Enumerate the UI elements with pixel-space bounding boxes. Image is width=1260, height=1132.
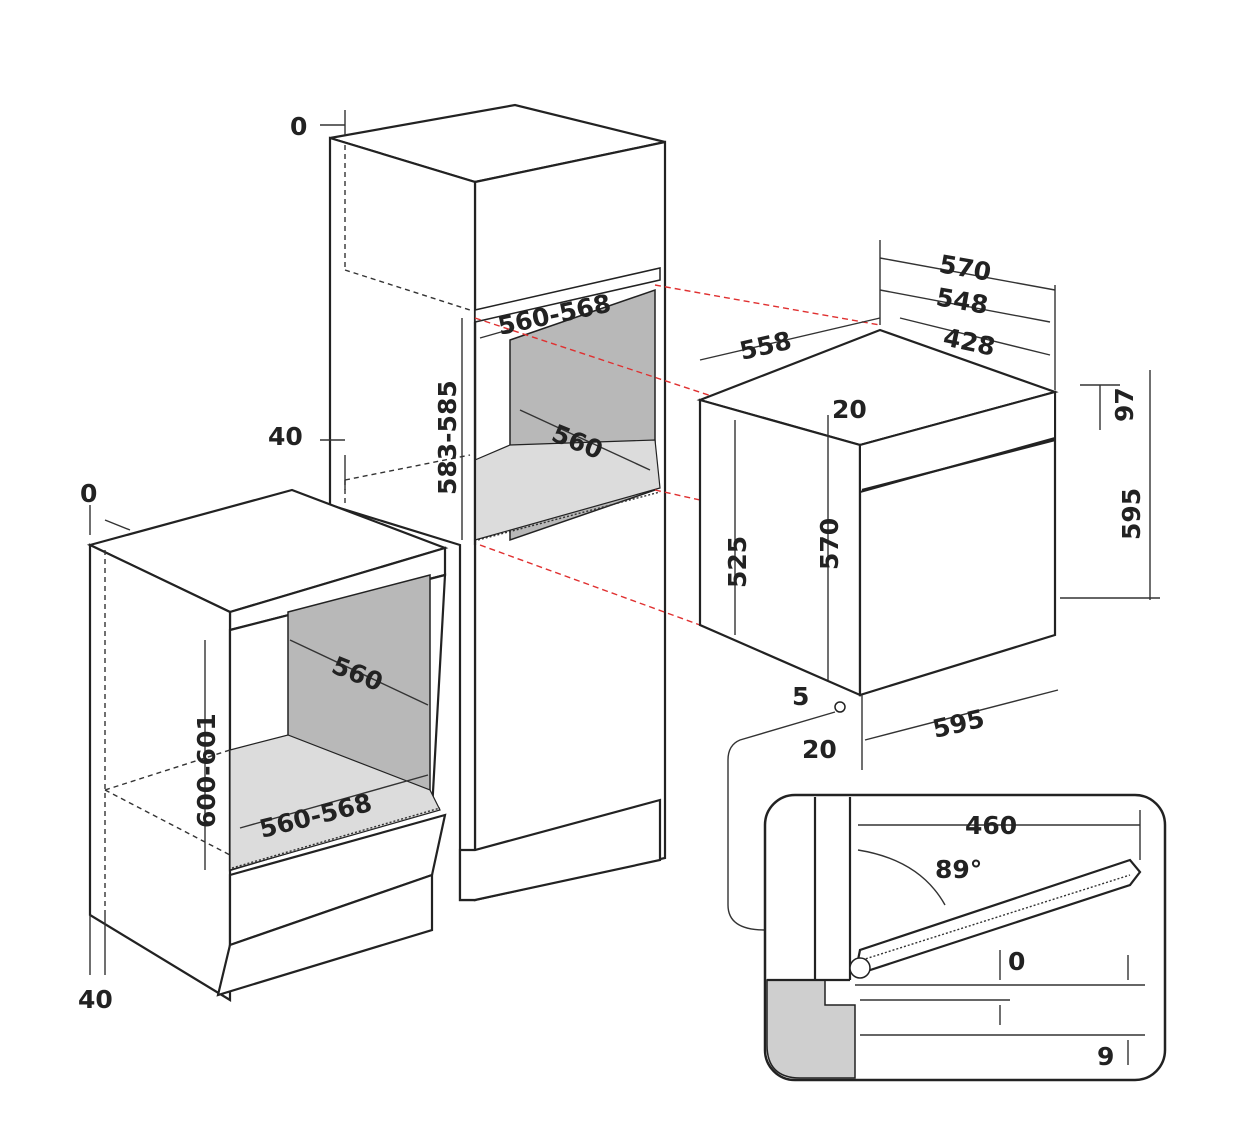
oven-height-525-label: 525 bbox=[723, 536, 752, 588]
door-detail bbox=[763, 793, 1167, 1082]
oven-height-570-label: 570 bbox=[815, 518, 844, 570]
oven-front-height-label: 595 bbox=[1117, 488, 1146, 540]
door-angle-label: 89° bbox=[935, 855, 982, 884]
base-cabinet bbox=[86, 488, 449, 1002]
oven-offset-20-bottom-label: 20 bbox=[802, 735, 837, 764]
door-length-label: 460 bbox=[965, 811, 1017, 840]
base-opening-height-label: 600-601 bbox=[192, 713, 221, 828]
oven-panel-height-label: 97 bbox=[1110, 387, 1139, 422]
tall-top-gap-label: 0 bbox=[290, 112, 307, 141]
tall-opening-height-label: 583-585 bbox=[433, 380, 462, 495]
alignment-guides bbox=[474, 284, 881, 626]
door-gap-9-label: 9 bbox=[1097, 1042, 1114, 1071]
tall-bottom-gap-label: 40 bbox=[268, 422, 303, 451]
door-gap-0-label: 0 bbox=[1008, 947, 1025, 976]
oven-depth-548-label: 548 bbox=[934, 282, 990, 320]
base-top-gap-label: 0 bbox=[80, 479, 97, 508]
oven-gap-5-label: 5 bbox=[792, 682, 809, 711]
oven-offset-20-top-label: 20 bbox=[832, 395, 867, 424]
oven bbox=[696, 240, 1160, 931]
tall-cabinet bbox=[320, 103, 667, 902]
oven-width-558-label: 558 bbox=[737, 326, 794, 366]
oven-front-width-label: 595 bbox=[930, 704, 987, 744]
base-bottom-gap-label: 40 bbox=[78, 985, 113, 1014]
base-cabinet-shelf bbox=[229, 734, 441, 871]
oven-depth-570-label: 570 bbox=[937, 249, 993, 287]
